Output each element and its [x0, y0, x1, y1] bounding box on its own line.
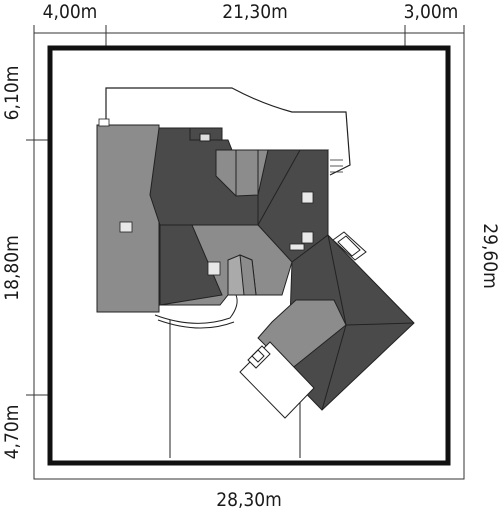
dim-left-middle: 18,80m [1, 235, 23, 301]
bottom-terrace [239, 341, 315, 419]
access-lines [169, 320, 301, 458]
plot-boundary [47, 45, 451, 466]
terrace-steps [330, 159, 343, 173]
curved-steps [154, 294, 238, 329]
left-wing-roof [96, 118, 160, 313]
main-roof [149, 127, 329, 264]
dimension-frame [26, 25, 465, 480]
terrace-outline [105, 87, 351, 176]
roof-windows [119, 191, 314, 276]
dim-right: 29,60m [479, 223, 499, 289]
dim-left-bottom: 4,70m [1, 405, 23, 460]
dim-top-right: 3,00m [404, 1, 459, 23]
dim-bottom: 28,30m [216, 489, 282, 511]
dim-top-left: 4,00m [43, 1, 98, 23]
middle-roof [159, 224, 293, 306]
dim-top-middle: 21,30m [222, 1, 288, 23]
dim-left-top: 6,10m [1, 66, 23, 121]
